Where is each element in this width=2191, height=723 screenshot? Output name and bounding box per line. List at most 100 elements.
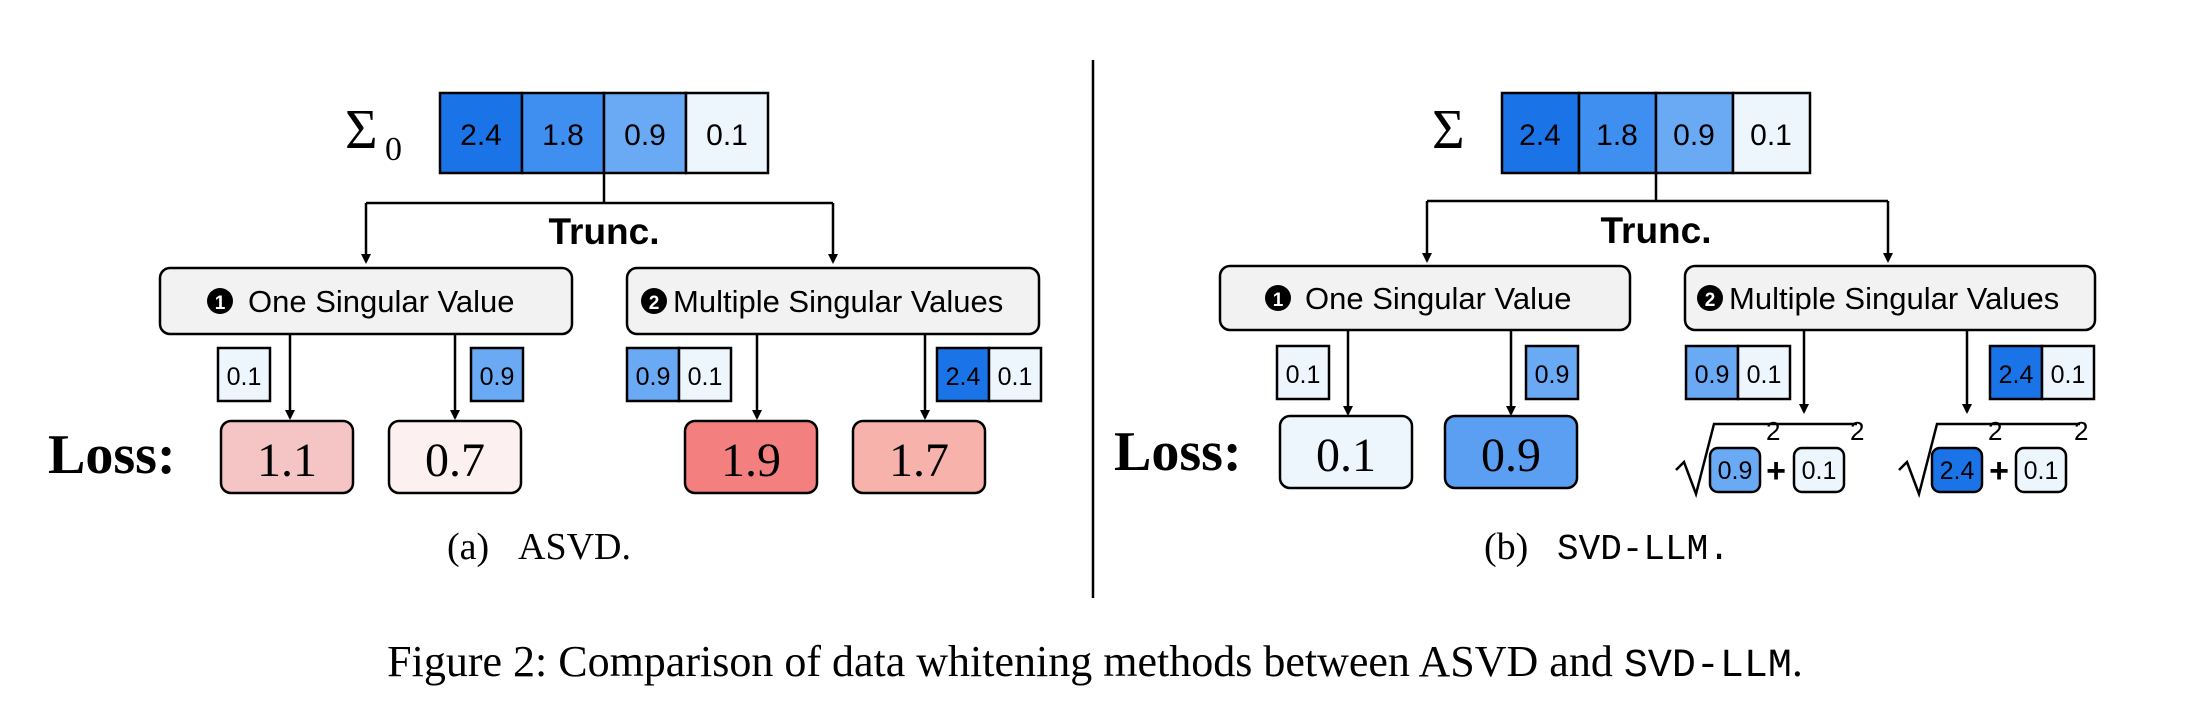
loss-arrows [285,334,930,420]
svg-text:2: 2 [1766,416,1780,446]
trunc-connector [1422,173,1893,263]
value-tag [935,346,991,403]
loss-label: Loss: [1114,421,1242,483]
loss-box [851,419,987,495]
svg-text:0.1: 0.1 [1316,429,1376,482]
step-2-badge [641,288,667,314]
loss-values: 0.1 0.9 [1278,414,1579,490]
panel-caption: (a) ASVD. [447,526,631,568]
svg-text:2: 2 [1705,290,1716,311]
svg-text:2.4: 2.4 [1999,361,2034,389]
sigma-value: 2.4 [460,119,502,152]
sqrt-expression: 2.4 2 + 0.1 2 [1898,416,2088,499]
svg-text:0.9: 0.9 [1718,457,1753,485]
sigma-value: 1.8 [1596,119,1638,152]
figure-caption: Figure 2: Comparison of data whitening m… [387,637,1803,689]
svg-text:0.9: 0.9 [480,363,515,391]
sigma-cell [1731,91,1812,175]
loss-box [1278,414,1414,490]
step-1-badge [207,288,233,314]
multiple-singular-values-box: 2 Multiple Singular Values [625,266,1041,336]
truncated-value-tags: 0.1 0.9 0.9 0.1 2.4 0.1 [216,346,1043,403]
loss-box [683,419,819,495]
value-tag [1930,446,1984,494]
svg-text:0.1: 0.1 [2024,457,2059,485]
sigma-cell [1654,91,1735,175]
svg-text:0.1: 0.1 [2051,361,2086,389]
loss-box [387,419,523,495]
sigma-value: 0.1 [1750,119,1792,152]
panel-svd-llm: Σ 2.4 1.8 0.9 0.1 Trunc. 1 One Singular … [1114,91,2097,570]
sigma-cell [684,91,770,175]
svg-text:2: 2 [2074,416,2088,446]
loss-values: 1.1 0.7 1.9 1.7 [219,419,987,495]
svg-text:1.1: 1.1 [257,434,317,487]
svg-text:2: 2 [649,293,660,314]
svg-text:0.1: 0.1 [1286,361,1321,389]
sigma-cell [602,91,688,175]
sigma-cell [438,91,524,175]
box-label: Multiple Singular Values [673,284,1003,319]
svg-text:2: 2 [1988,416,2002,446]
sigma-value: 1.8 [542,119,584,152]
sigma-cell [520,91,606,175]
svg-text:2.4: 2.4 [946,363,981,391]
svg-text:0.9: 0.9 [1695,361,1730,389]
value-tag [469,346,525,403]
sigma-value: 0.9 [624,119,666,152]
svg-text:(a): (a) [447,526,489,568]
value-tag [1275,344,1331,401]
svg-text:2: 2 [1850,416,1864,446]
svg-text:(b): (b) [1484,526,1528,568]
sigma-label: Σ [1432,99,1465,161]
svg-text:SVD-LLM.: SVD-LLM. [1557,529,1730,570]
sigma-vector: 2.4 1.8 0.9 0.1 [1500,91,1812,175]
value-tag [2014,446,2068,494]
value-tag [1524,344,1580,401]
sigma-subscript: 0 [385,131,402,168]
sqrt-expression: 0.9 2 + 0.1 2 [1675,416,1864,499]
one-singular-value-box: 1 One Singular Value [158,266,574,336]
svg-text:+: + [1766,452,1786,490]
svg-text:0.1: 0.1 [227,363,262,391]
sigma-cell [1577,91,1658,175]
multiple-singular-values-box: 2 Multiple Singular Values [1683,264,2097,332]
box-label: One Singular Value [248,284,515,319]
value-tag [2040,344,2096,401]
svg-text:0.9: 0.9 [636,363,671,391]
panel-asvd: Σ 0 2.4 1.8 0.9 0.1 Trunc. 1 One Singula… [48,91,1043,568]
value-tag [1684,344,1740,401]
svg-text:0.1: 0.1 [998,363,1033,391]
loss-box [219,419,355,495]
value-tag [216,346,272,403]
trunc-label: Trunc. [1600,210,1711,251]
box-label: Multiple Singular Values [1729,281,2059,316]
box-label: One Singular Value [1305,281,1572,316]
svg-text:0.9: 0.9 [1481,429,1541,482]
sigma-value: 0.9 [1673,119,1715,152]
svg-text:0.9: 0.9 [1535,361,1570,389]
svg-text:+: + [1989,452,2009,490]
svg-text:1: 1 [1273,290,1284,311]
svg-text:2.4: 2.4 [1940,457,1975,485]
loss-box [1443,414,1579,490]
panel-caption: (b) SVD-LLM. [1484,526,1730,570]
svg-text:1.9: 1.9 [721,434,781,487]
value-tag [987,346,1043,403]
step-2-badge [1697,285,1723,311]
sigma-vector: 2.4 1.8 0.9 0.1 [438,91,770,175]
value-tag [677,346,733,403]
svg-text:0.1: 0.1 [688,363,723,391]
trunc-connector [361,173,838,264]
sigma-label: Σ [345,99,378,161]
sigma-value: 2.4 [1519,119,1561,152]
svg-text:1.7: 1.7 [889,434,949,487]
one-singular-value-box: 1 One Singular Value [1218,264,1632,332]
sigma-value: 0.1 [706,119,748,152]
svg-text:0.7: 0.7 [425,434,485,487]
svg-text:0.1: 0.1 [1802,457,1837,485]
loss-arrows [1343,330,1972,416]
value-tag [1792,446,1846,494]
loss-label: Loss: [48,424,176,486]
